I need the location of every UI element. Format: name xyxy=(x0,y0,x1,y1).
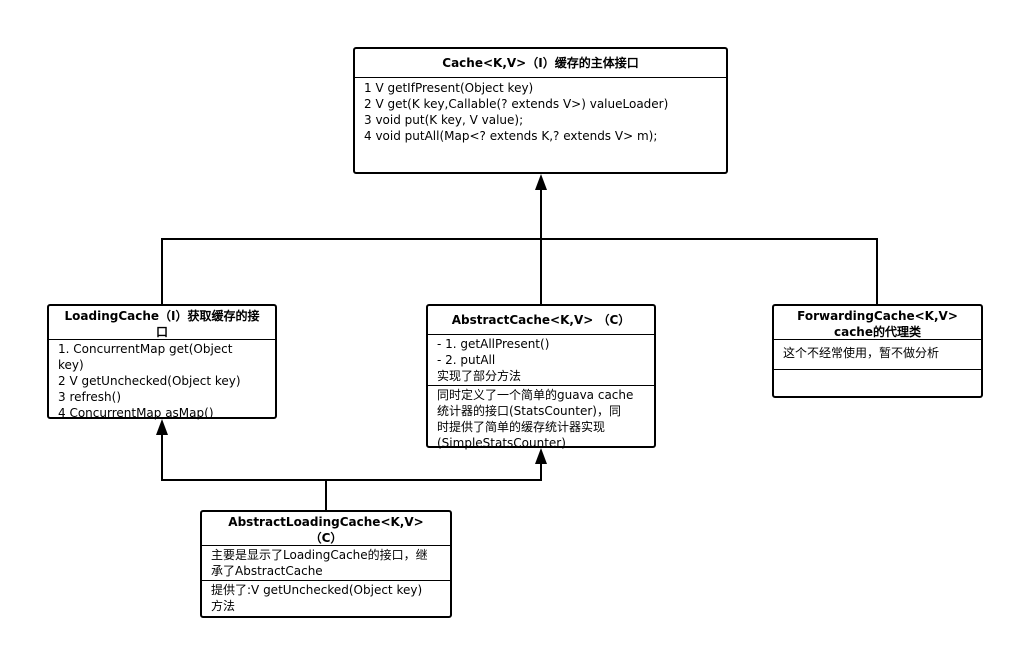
method-item: 1 V getIfPresent(Object key) xyxy=(364,81,534,95)
loading-cache-title-line1: LoadingCache（I）获取缓存的接 xyxy=(64,309,260,323)
forwarding-cache-title-line2: cache的代理类 xyxy=(833,325,921,339)
forwarding-cache-title: ForwardingCache<K,V> cache的代理类 xyxy=(774,306,981,340)
cache-interface-title: Cache<K,V>（I）缓存的主体接口 xyxy=(355,49,726,78)
description-text: (SimpleStatsCounter) xyxy=(437,436,566,450)
abstract-cache-title: AbstractCache<K,V> （C） xyxy=(428,306,654,335)
method-item: 4 void putAll(Map<? extends K,? extends … xyxy=(364,129,658,143)
cache-interface-methods: 1 V getIfPresent(Object key) 2 V get(K k… xyxy=(355,78,726,145)
method-item: 1. ConcurrentMap get(Object xyxy=(58,342,233,356)
method-item: 提供了:V getUnchecked(Object key) xyxy=(211,583,423,597)
method-item: - 1. getAllPresent() xyxy=(437,337,550,351)
abstract-cache-stats-description: 同时定义了一个简单的guava cache 统计器的接口(StatsCounte… xyxy=(428,385,654,452)
forwarding-cache-class-box: ForwardingCache<K,V> cache的代理类 这个不经常使用，暂… xyxy=(772,304,983,398)
description-text: 实现了部分方法 xyxy=(437,369,522,383)
forwarding-cache-description: 这个不经常使用，暂不做分析 xyxy=(774,340,981,369)
arrowhead-loadingcache xyxy=(156,419,168,435)
description-text: 这个不经常使用，暂不做分析 xyxy=(783,346,940,360)
arrowhead-cache xyxy=(535,174,547,190)
loading-cache-methods: 1. ConcurrentMap get(Object key) 2 V get… xyxy=(49,340,275,422)
abstract-loading-cache-title: AbstractLoadingCache<K,V> （C） xyxy=(202,512,450,546)
method-item: 3 void put(K key, V value); xyxy=(364,113,524,127)
abstract-cache-implemented: - 1. getAllPresent() - 2. putAll 实现了部分方法 xyxy=(428,335,654,385)
description-text: 时提供了简单的缓存统计器实现 xyxy=(437,420,606,434)
loading-cache-interface-box: LoadingCache（I）获取缓存的接 口 1. ConcurrentMap… xyxy=(47,304,277,422)
method-item: 2 V getUnchecked(Object key) xyxy=(58,374,241,388)
method-item: - 2. putAll xyxy=(437,353,496,367)
edge-abstractloadingcache-to-abstractcache xyxy=(326,462,542,481)
forwarding-cache-title-line1: ForwardingCache<K,V> xyxy=(797,309,958,323)
abstract-loading-cache-title-line1: AbstractLoadingCache<K,V> xyxy=(228,515,424,529)
description-text: 同时定义了一个简单的guava cache xyxy=(437,388,634,402)
abstract-loading-cache-title-line2: （C） xyxy=(309,531,343,545)
description-text: 统计器的接口(StatsCounter)，同 xyxy=(437,404,621,418)
method-item: 2 V get(K key,Callable(? extends V>) val… xyxy=(364,97,669,111)
edge-forwardingcache-to-cache xyxy=(541,238,878,305)
arrowhead-abstractcache xyxy=(535,448,547,464)
edge-loadingcache-to-cache xyxy=(161,188,542,305)
description-text: 主要是显示了LoadingCache的接口，继 xyxy=(211,548,428,562)
loading-cache-title: LoadingCache（I）获取缓存的接 口 xyxy=(49,306,275,340)
forwarding-cache-empty-section xyxy=(774,369,981,372)
abstract-loading-cache-description: 主要是显示了LoadingCache的接口，继 承了AbstractCache xyxy=(202,546,450,580)
method-item: 4 ConcurrentMap asMap() xyxy=(58,406,214,420)
abstract-loading-cache-class-box: AbstractLoadingCache<K,V> （C） 主要是显示了Load… xyxy=(200,510,452,618)
description-text: 承了AbstractCache xyxy=(211,564,323,578)
edge-abstractloadingcache-to-loadingcache xyxy=(161,433,327,511)
abstract-loading-cache-methods: 提供了:V getUnchecked(Object key) 方法 xyxy=(202,580,450,615)
method-item: key) xyxy=(58,358,84,372)
description-text: 方法 xyxy=(211,599,236,613)
abstract-cache-class-box: AbstractCache<K,V> （C） - 1. getAllPresen… xyxy=(426,304,656,450)
loading-cache-title-line2: 口 xyxy=(155,325,168,339)
cache-interface-box: Cache<K,V>（I）缓存的主体接口 1 V getIfPresent(Ob… xyxy=(353,47,728,174)
method-item: 3 refresh() xyxy=(58,390,121,404)
